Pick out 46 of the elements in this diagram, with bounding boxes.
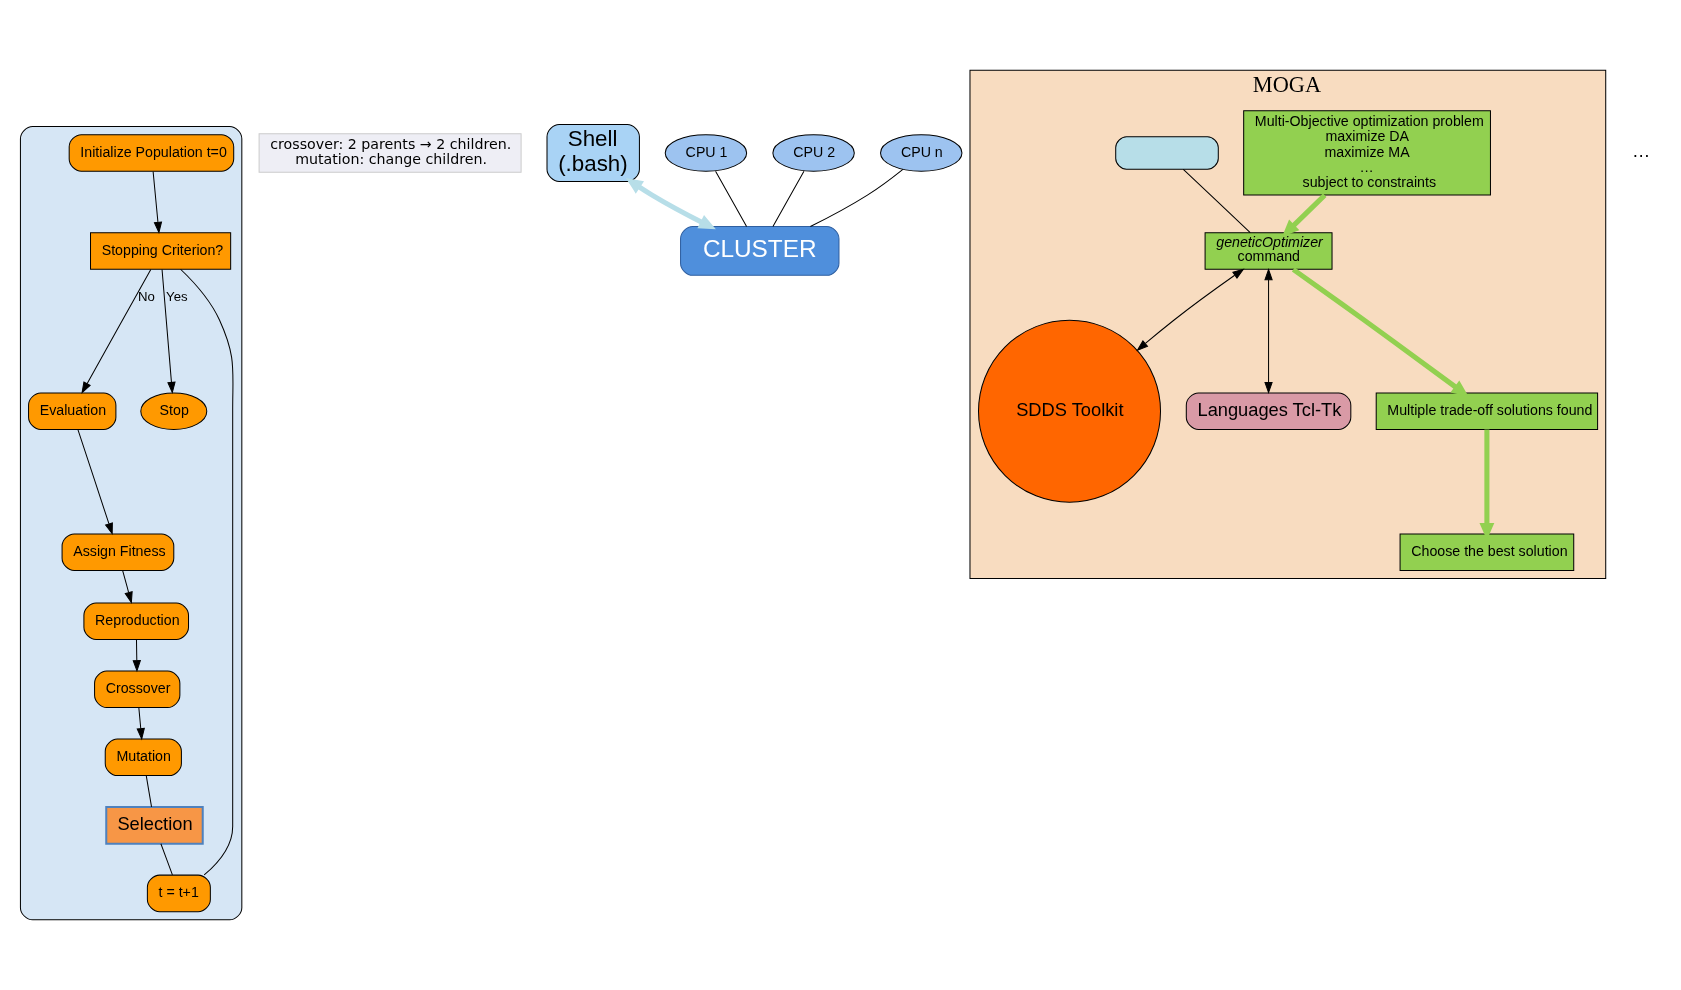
- arrow: [77, 429, 113, 536]
- edge-label: Yes: [166, 289, 188, 305]
- node-circle: SDDS Toolkit: [978, 319, 1161, 503]
- node-box: Mutation: [104, 738, 182, 777]
- arrow: [132, 639, 142, 673]
- edge-label: No: [137, 289, 155, 305]
- arrow: [1282, 193, 1327, 237]
- node-box: Choose the best solution: [1399, 533, 1575, 571]
- connector: [180, 268, 234, 876]
- node-box: t = t+1: [146, 874, 211, 913]
- arrow: [152, 171, 163, 234]
- connector: [1182, 168, 1251, 234]
- node-box: Initialize Population t=0: [68, 134, 235, 172]
- node-box: Languages Tcl-Tk: [1185, 392, 1352, 430]
- arrow: [122, 570, 133, 604]
- node-box: geneticOptimizer command: [1204, 232, 1333, 270]
- connector: [715, 170, 748, 227]
- node-box: crossover: 2 parents → 2 children. mutation: change children.: [258, 133, 522, 173]
- node-box: Assign Fitness: [61, 533, 175, 571]
- node-ellipse: CPU n: [880, 134, 963, 172]
- node-box: Selection: [105, 806, 204, 845]
- node-ellipse: CPU 2: [772, 134, 855, 172]
- arrow: [1291, 267, 1469, 397]
- connector: [145, 775, 153, 808]
- node-box: Shell (.bash): [546, 124, 640, 182]
- node-box: Stopping Criterion?: [90, 232, 232, 270]
- arrow: [161, 269, 176, 395]
- node-box: Reproduction: [83, 602, 189, 641]
- arrow: [136, 707, 145, 741]
- node-box: Multi-Objective optimization problem maximize DA maximize MA … subject to constraints: [1243, 110, 1491, 196]
- arrow: [81, 269, 152, 394]
- connector: [772, 170, 805, 227]
- node-box: CLUSTER: [680, 226, 840, 276]
- label: …: [1632, 140, 1651, 162]
- node-ellipse: CPU 1: [664, 134, 748, 172]
- arrow: [1136, 268, 1245, 352]
- node-box: Crossover: [94, 670, 181, 709]
- node-box: Multiple trade-off solutions found: [1375, 392, 1599, 430]
- node-ellipse: Stop: [140, 392, 208, 430]
- connector: [160, 843, 173, 876]
- arrow: [1264, 267, 1273, 395]
- cluster: [19, 126, 243, 921]
- arrow: [625, 178, 716, 230]
- node-box: Evaluation: [28, 392, 117, 430]
- connector: [809, 168, 904, 228]
- node-box: [1115, 136, 1219, 170]
